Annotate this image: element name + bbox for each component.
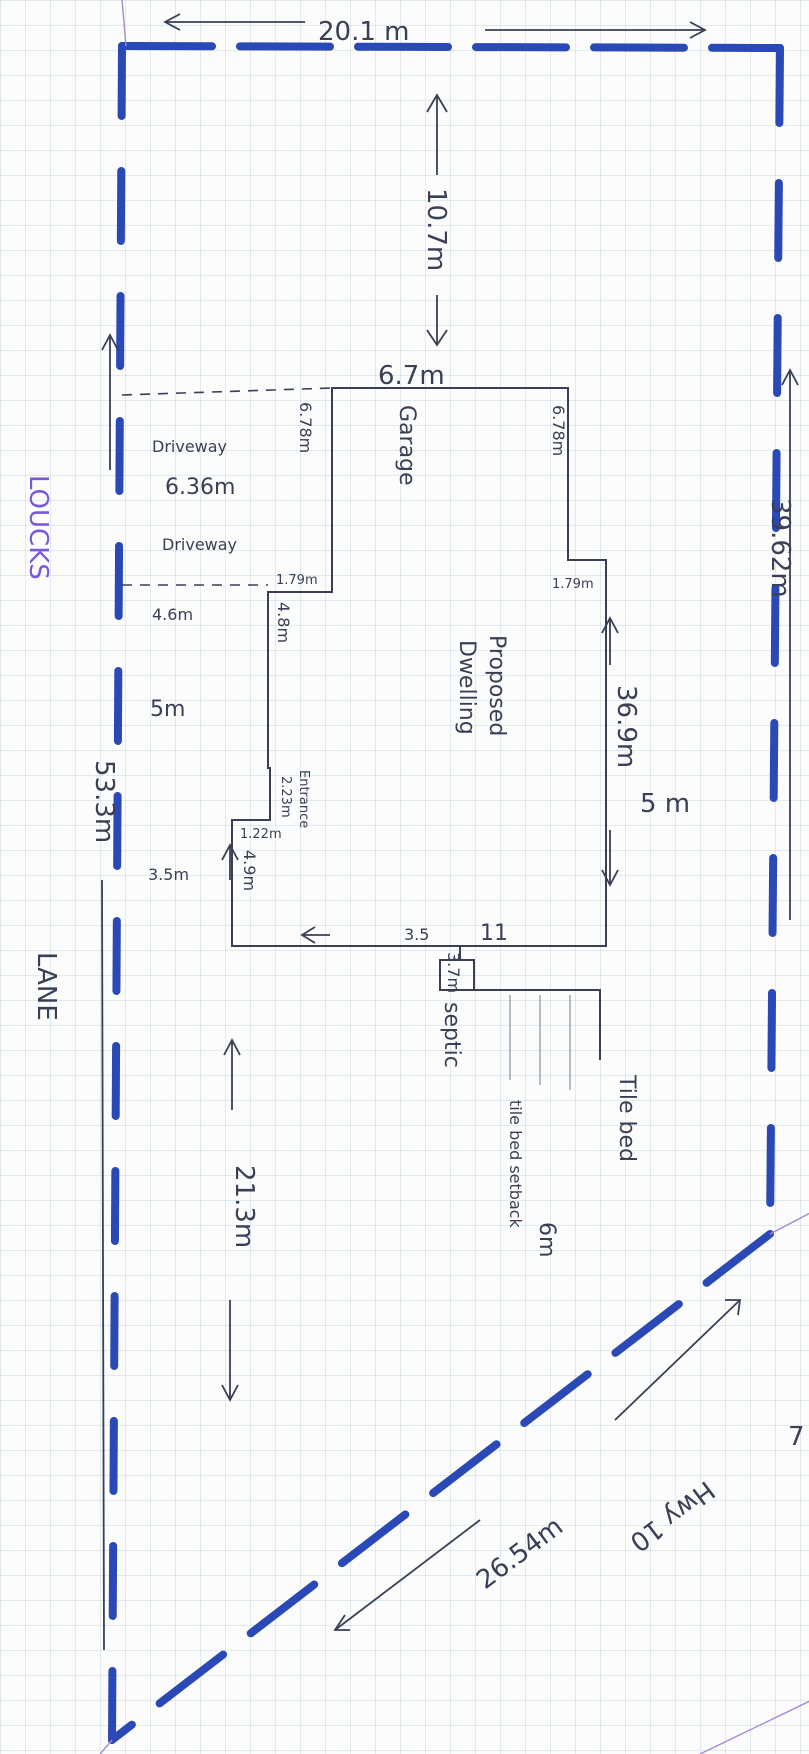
label-corner-mark: 7 <box>788 1422 805 1452</box>
label-top-width: 20.1 m <box>318 17 409 47</box>
label-driveway-width: 6.36m <box>165 475 235 500</box>
label-entrance-step: 1.22m <box>240 827 282 842</box>
boundary-top <box>118 42 784 52</box>
label-tile-bed-setback: tile bed setback <box>506 1100 525 1229</box>
label-right-total: 39.62m <box>765 498 795 598</box>
label-top-setback: 10.7m <box>421 188 451 271</box>
label-tile-bed: Tile bed <box>614 1074 639 1162</box>
label-rear-gap: 3.7m <box>444 952 463 993</box>
label-garage: Garage <box>394 405 419 486</box>
label-side-right: 5 m <box>640 789 690 819</box>
label-dwelling-line1: Proposed <box>484 635 509 736</box>
label-tile-bed-setback-dist: 6m <box>534 1222 559 1257</box>
label-step-left-garage: 1.79m <box>276 573 318 588</box>
label-side-left-lower: 3.5m <box>148 865 189 884</box>
road-lines <box>99 0 809 1754</box>
label-dwelling-back-width: 11 <box>480 921 508 946</box>
label-left-total: 53.3m <box>89 760 119 843</box>
label-garage-right-depth: 6.78m <box>549 405 568 456</box>
label-side-left-upper: 4.6m <box>152 605 193 624</box>
label-rear-gap-prefix: 3.5 <box>404 925 429 944</box>
label-entrance-width: 2.23m <box>278 776 293 818</box>
label-left-seg-upper: 4.8m <box>274 602 293 643</box>
label-road-left-line1: LOUCKS <box>23 475 53 580</box>
label-diagonal-length: 26.54m <box>471 1512 569 1596</box>
label-rear-setback: 21.3m <box>229 1165 259 1248</box>
label-septic: septic <box>439 1002 464 1068</box>
property-boundary <box>108 42 784 1744</box>
label-garage-left-depth: 6.78m <box>296 402 315 453</box>
dimension-arrows <box>101 13 799 1651</box>
label-dwelling-line2: Dwelling <box>454 640 479 735</box>
label-garage-width: 6.7m <box>378 361 445 391</box>
label-road-right: Hwy 10 <box>624 1474 720 1557</box>
label-dwelling-depth: 36.9m <box>611 685 641 768</box>
label-driveway-top: Driveway <box>152 437 227 456</box>
label-side-left-mid: 5m <box>150 697 185 722</box>
label-left-seg-lower: 4.9m <box>240 850 259 891</box>
boundary-diagonal <box>108 1230 774 1744</box>
dwelling-outline <box>231 387 607 1060</box>
boundary-left <box>108 42 126 1744</box>
label-step-right-garage: 1.79m <box>552 577 594 592</box>
tile-bed-lines <box>509 995 571 1090</box>
label-driveway-bottom: Driveway <box>162 535 237 554</box>
boundary-right <box>766 44 784 1238</box>
tile-bed <box>474 989 601 1060</box>
label-road-left-line2: LANE <box>31 952 61 1021</box>
driveway-lines <box>121 387 333 586</box>
label-entrance: Entrance <box>296 770 311 828</box>
